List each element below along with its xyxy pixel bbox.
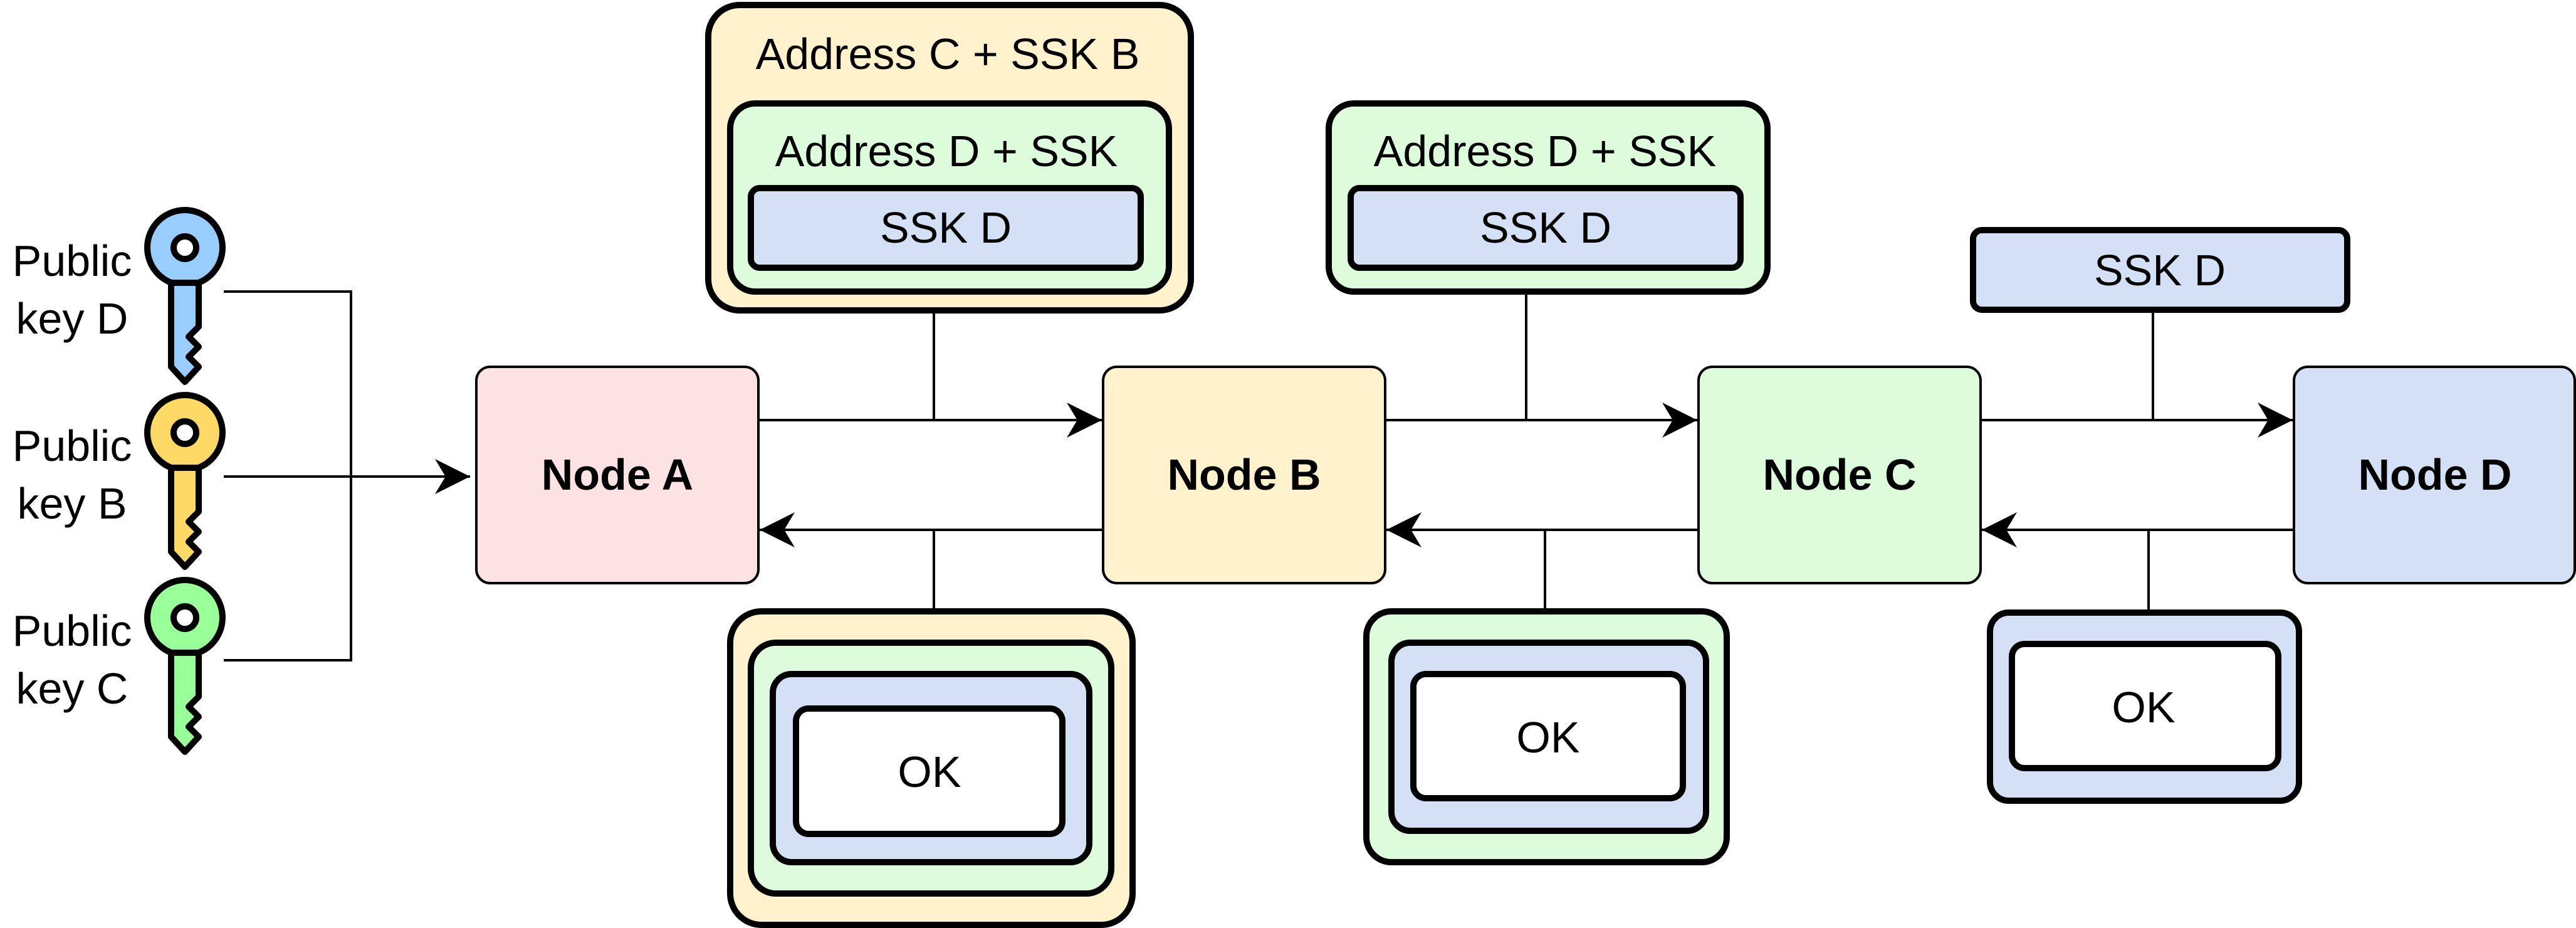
forward-package-c-to-d: SSK D xyxy=(1970,227,2350,313)
public-key-c: Public key C xyxy=(13,580,223,752)
node-d: Node D xyxy=(2293,366,2576,584)
reply-cb-label: OK xyxy=(1516,713,1579,762)
node-d-label: Node D xyxy=(2359,450,2512,499)
package-bc-inner-label: SSK D xyxy=(1480,203,1611,252)
key-icon xyxy=(147,395,223,567)
key-d-label-line2: key D xyxy=(16,294,128,343)
package-connectors xyxy=(933,295,2154,611)
public-key-b: Public key B xyxy=(13,395,223,567)
key-c-label-line1: Public xyxy=(13,606,132,655)
key-b-label-line2: key B xyxy=(17,479,127,528)
reply-ba-label: OK xyxy=(898,747,961,796)
package-ab-middle-label: Address D + SSK xyxy=(775,127,1118,176)
key-b-label-line1: Public xyxy=(13,421,132,470)
package-bc-outer-label: Address D + SSK xyxy=(1374,127,1717,176)
package-ab-outer-label: Address C + SSK B xyxy=(756,29,1140,78)
key-icon xyxy=(147,210,223,382)
node-b: Node B xyxy=(1102,366,1386,584)
reply-package-d-to-c: OK xyxy=(1987,609,2302,804)
forward-package-a-to-b: Address C + SSK B Address D + SSK SSK D xyxy=(705,2,1194,314)
node-b-label: Node B xyxy=(1168,450,1321,499)
node-a: Node A xyxy=(475,366,760,584)
reply-dc-label: OK xyxy=(2112,683,2175,732)
node-c-label: Node C xyxy=(1763,450,1917,499)
package-ab-inner-label: SSK D xyxy=(880,203,1012,252)
node-a-label: Node A xyxy=(542,450,693,499)
key-d-label-line1: Public xyxy=(13,236,132,285)
key-icon xyxy=(147,580,223,752)
forward-package-b-to-c: Address D + SSK SSK D xyxy=(1326,100,1771,295)
public-key-d: Public key D xyxy=(13,210,223,382)
reply-package-c-to-b: OK xyxy=(1363,608,1730,865)
package-cd-label: SSK D xyxy=(2094,246,2226,295)
key-c-label-line2: key C xyxy=(16,664,128,713)
reply-package-b-to-a: OK xyxy=(727,608,1136,928)
node-c: Node C xyxy=(1697,366,1982,584)
key-connectors xyxy=(224,290,470,662)
